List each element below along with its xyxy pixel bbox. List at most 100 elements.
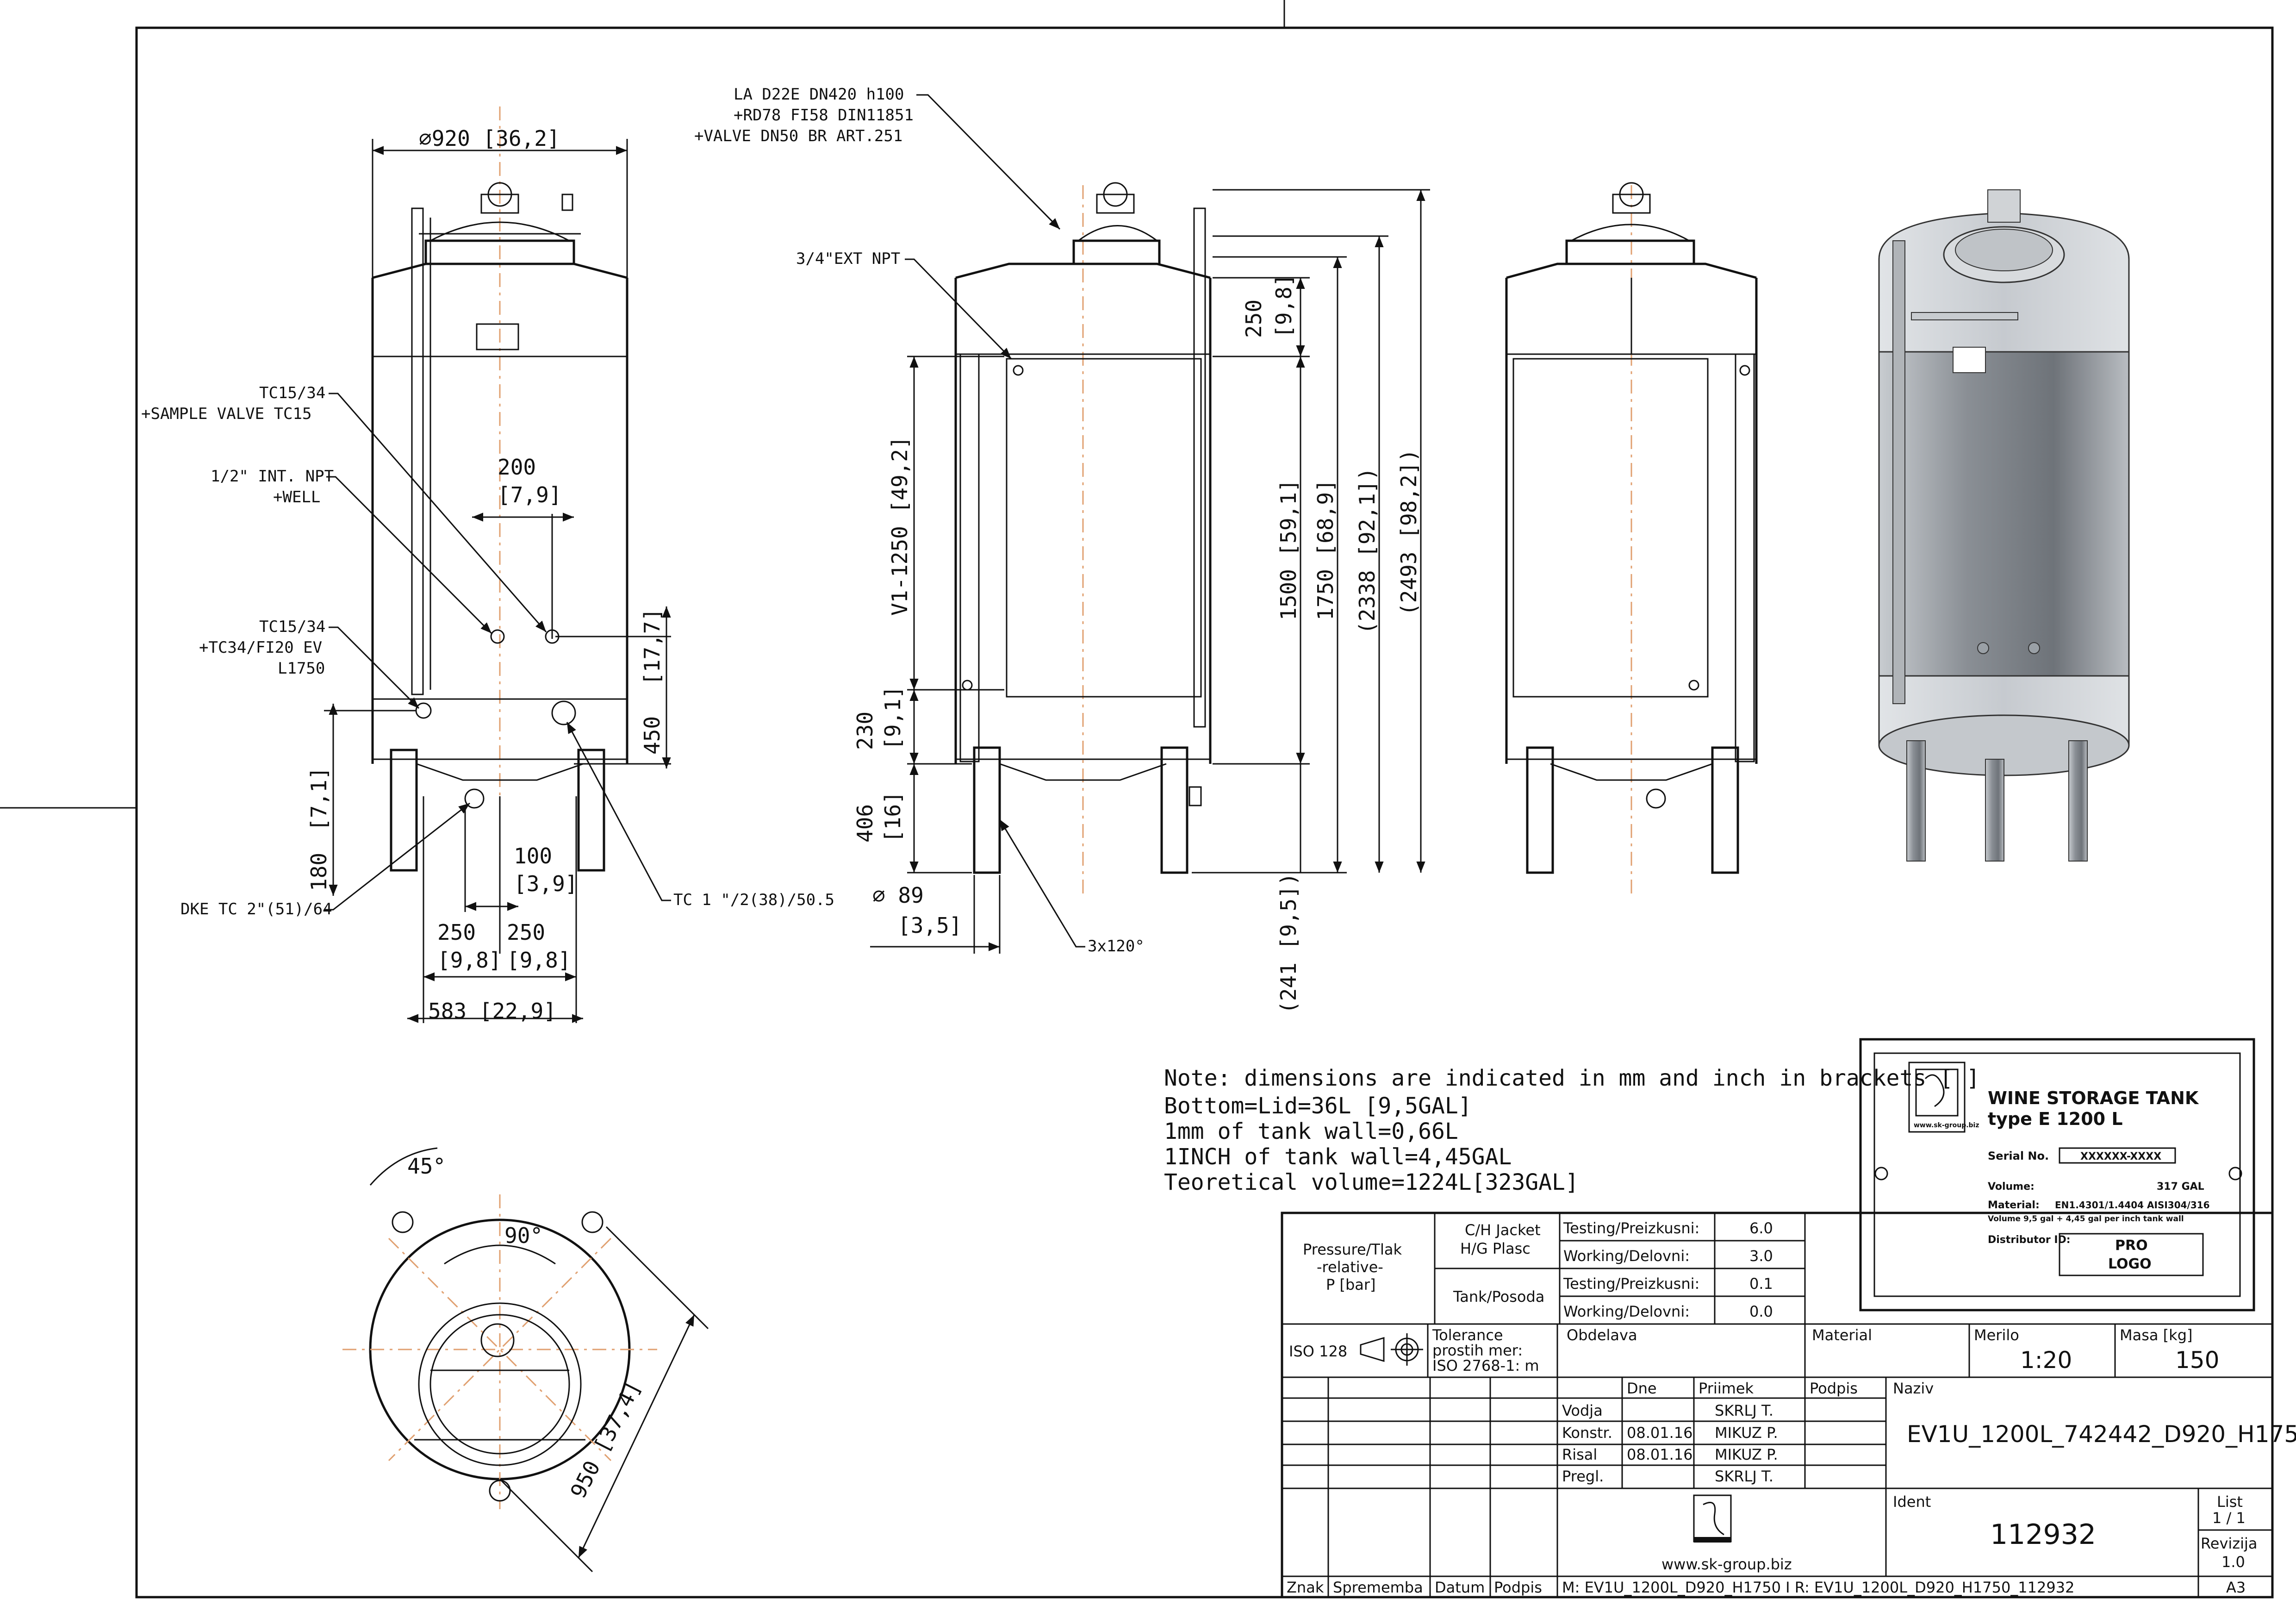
tb-col-dne: Dne — [1627, 1380, 1657, 1397]
tb-tank-working: 0.0 — [1749, 1303, 1773, 1320]
tb-jacket-working: 3.0 — [1749, 1247, 1773, 1265]
dim-diameter-920: ∅920 [36,2] — [419, 126, 560, 151]
dim-180: 180 — [306, 853, 331, 891]
rear-view — [1505, 182, 1758, 893]
tb-website: www.sk-group.biz — [1661, 1555, 1792, 1573]
projection-symbol-icon — [1360, 1333, 1423, 1366]
tb-masa-label: Masa [kg] — [2120, 1326, 2192, 1344]
dim-7-1: [7,1] — [306, 767, 331, 831]
side-view-dimensions: LA D22E DN420 h100 +RD78 FI58 DIN11851 +… — [694, 85, 1430, 1014]
tb-jacket-testing: 6.0 — [1749, 1219, 1773, 1237]
tb-footer-file: M: EV1U_1200L_D920_H1750 I R: EV1U_1200L… — [1562, 1579, 2074, 1596]
callout-tc34-2: +TC34/FI20 EV — [199, 638, 322, 657]
tb-footer-podpis: Podpis — [1494, 1579, 1542, 1596]
dim-2493: (2493 [98,2]) — [1396, 449, 1421, 616]
dim-2338: (2338 [92,1]) — [1355, 468, 1380, 634]
callout-lid-2: +RD78 FI58 DIN11851 — [734, 106, 914, 125]
dim-450: 450 — [640, 716, 665, 755]
tb-naziv-value: EV1U_1200L_742442_D920_H1750 — [1907, 1421, 2296, 1448]
top-view: 45° 90° 950 [37,4] — [342, 1147, 709, 1573]
plate-title-2: type E 1200 L — [1988, 1109, 2123, 1129]
plate-volume-label: Volume: — [1988, 1181, 2035, 1193]
dim-250-lid-inch: [9,8] — [1271, 274, 1296, 338]
plate-serial-value: XXXXXX-XXXX — [2080, 1151, 2161, 1162]
callout-tc34-3: L1750 — [278, 659, 325, 678]
dim-89: ∅ 89 — [872, 883, 924, 908]
tb-row-date-1: 08.01.16 — [1627, 1424, 1693, 1442]
tb-row-role-3: Pregl. — [1562, 1468, 1604, 1485]
tb-revizija-value: 1.0 — [2221, 1553, 2245, 1571]
note-1: Note: dimensions are indicated in mm and… — [1164, 1065, 1980, 1091]
sheet-frame — [0, 0, 2274, 1599]
callout-lid-1: LA D22E DN420 h100 — [734, 85, 904, 104]
plate-distributor-label: Distributor ID: — [1988, 1234, 2071, 1246]
tb-format: A3 — [2226, 1579, 2246, 1596]
note-3: 1mm of tank wall=0,66L — [1164, 1118, 1458, 1144]
dim-200: 200 — [498, 455, 536, 480]
tb-tank-working-label: Working/Delovni: — [1563, 1303, 1690, 1320]
legs-3x120: 3x120° — [1088, 937, 1145, 956]
callout-sample-valve-1: TC15/34 — [259, 384, 325, 402]
side-view — [954, 182, 1212, 893]
sk-logo-plate — [1908, 1062, 1966, 1133]
tb-pressure-1: Pressure/Tlak — [1303, 1241, 1402, 1258]
note-5: Teoretical volume=1224L[323GAL] — [1164, 1169, 1579, 1195]
callout-tc34-1: TC15/34 — [259, 618, 325, 636]
tb-row-name-3: SKRLJ T. — [1715, 1468, 1773, 1485]
dim-406: 406 — [852, 804, 877, 843]
tb-obdelava: Obdelava — [1567, 1326, 1637, 1344]
angle-45: 45° — [407, 1154, 446, 1179]
plate-material-label: Material: — [1988, 1199, 2040, 1211]
callout-npt: 3/4"EXT NPT — [796, 250, 900, 268]
tb-list-label: List — [2217, 1493, 2243, 1511]
dim-250-left: 250 — [437, 920, 476, 945]
callout-tc1: TC 1 "/2(38)/50.5 — [673, 891, 834, 909]
notes-block: Note: dimensions are indicated in mm and… — [1164, 1065, 1980, 1195]
plate-material-value: EN1.4301/1.4404 AISI304/316 — [2055, 1199, 2210, 1211]
tb-tank-testing: 0.1 — [1749, 1275, 1773, 1293]
callout-sample-valve-2: +SAMPLE VALVE TC15 — [141, 405, 311, 423]
note-2: Bottom=Lid=36L [9,5GAL] — [1164, 1093, 1472, 1119]
tb-row-role-2: Risal — [1562, 1446, 1597, 1463]
plate-logo-2: LOGO — [2108, 1256, 2152, 1272]
tb-row-role-1: Konstr. — [1562, 1424, 1612, 1442]
front-view — [371, 106, 628, 893]
dim-100: 100 — [514, 843, 552, 868]
plate-volume-value: 317 GAL — [2157, 1181, 2204, 1193]
tb-row-name-0: SKRLJ T. — [1715, 1402, 1773, 1419]
plate-brand: www.sk-group.biz — [1914, 1122, 1979, 1129]
tb-row-role-0: Vodja — [1562, 1402, 1603, 1419]
tb-merilo-value: 1:20 — [2020, 1347, 2072, 1374]
tb-row-name-2: MIKUZ P. — [1715, 1446, 1778, 1463]
tb-list-value: 1 / 1 — [2212, 1509, 2246, 1527]
tb-tank: Tank/Posoda — [1453, 1288, 1544, 1305]
dim-230-inch: [9,1] — [880, 686, 905, 750]
dim-89-inch: [3,5] — [898, 913, 962, 938]
tb-footer-datum: Datum — [1435, 1579, 1485, 1596]
dim-17-7: [17,7] — [640, 608, 665, 685]
sk-group-logo-icon — [1693, 1494, 1732, 1543]
tb-jacket-2: H/G Plasc — [1460, 1240, 1531, 1257]
dim-1500: 1500 [59,1] — [1276, 479, 1301, 620]
tb-merilo-label: Merilo — [1974, 1326, 2019, 1344]
dim-250-left-inch: [9,8] — [437, 948, 501, 973]
dim-583: 583 [22,9] — [428, 999, 556, 1024]
tb-masa-value: 150 — [2175, 1347, 2219, 1374]
dim-406-inch: [16] — [880, 791, 905, 843]
tb-tolerance-2: prostih mer: — [1432, 1342, 1523, 1359]
dim-250-lid: 250 — [1241, 300, 1266, 338]
tb-row-date-2: 08.01.16 — [1627, 1446, 1693, 1463]
tb-material: Material — [1812, 1326, 1872, 1344]
dim-1750: 1750 [68,9] — [1313, 479, 1338, 620]
dim-250-right-inch: [9,8] — [507, 948, 571, 973]
tb-jacket-testing-label: Testing/Preizkusni: — [1563, 1219, 1699, 1237]
callout-lid-3: +VALVE DN50 BR ART.251 — [694, 127, 902, 145]
isometric-view — [1878, 189, 2130, 862]
tb-jacket-1: C/H Jacket — [1465, 1221, 1541, 1239]
tb-naziv-label: Naziv — [1893, 1380, 1934, 1397]
tb-col-podpis: Podpis — [1810, 1380, 1858, 1397]
tb-col-priimek: Priimek — [1699, 1380, 1754, 1397]
note-4: 1INCH of tank wall=4,45GAL — [1164, 1144, 1512, 1170]
tb-footer-sprememba: Sprememba — [1333, 1579, 1423, 1596]
